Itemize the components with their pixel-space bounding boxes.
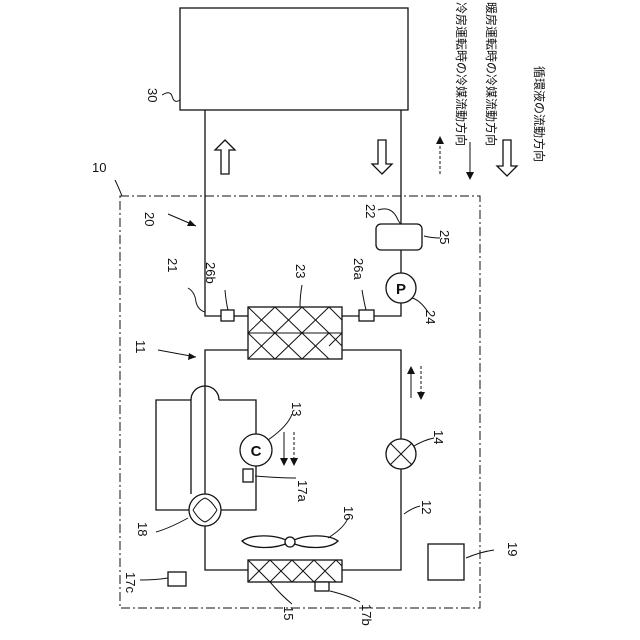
legend: 冷房運転時の冷媒流動方向 暖房運転時の冷媒流動方向 循環液の流動方向 <box>436 2 547 180</box>
label-20: 20 <box>142 212 157 226</box>
sensor-17a <box>243 469 253 482</box>
label-19: 19 <box>505 542 520 556</box>
temperature-sensor-26b <box>221 310 234 321</box>
legend-heating-text: 暖房運転時の冷媒流動方向 <box>484 2 499 146</box>
controller-19 <box>428 544 464 580</box>
circulating-flow-down-arrow <box>372 140 392 174</box>
label-15: 15 <box>281 606 296 620</box>
expansion-valve-14 <box>386 439 416 469</box>
label-18: 18 <box>135 522 150 536</box>
compressor-13: C <box>240 434 272 466</box>
label-22: 22 <box>363 204 378 218</box>
label-26b: 26b <box>203 262 218 284</box>
label-24: 24 <box>423 310 438 324</box>
label-25: 25 <box>437 230 452 244</box>
temperature-sensor-26a <box>359 310 374 321</box>
four-way-valve-18 <box>189 494 221 526</box>
label-23: 23 <box>293 264 308 278</box>
fan-16 <box>242 536 338 548</box>
label-21: 21 <box>165 258 180 272</box>
label-17a: 17a <box>295 480 310 502</box>
label-12: 12 <box>419 500 434 514</box>
compressor-flow-arrows <box>280 432 298 466</box>
label-30: 30 <box>145 88 160 102</box>
load-device-30 <box>180 8 408 110</box>
label-13: 13 <box>289 402 304 416</box>
label-16: 16 <box>341 506 356 520</box>
sensor-17b <box>315 582 329 591</box>
circulating-flow-up-arrow <box>215 140 235 174</box>
pump-symbol: P <box>396 281 406 298</box>
heat-exchanger-15 <box>248 560 342 582</box>
pump-24: P <box>386 273 416 303</box>
label-26a: 26a <box>351 258 366 280</box>
legend-circulating-text: 循環液の流動方向 <box>532 66 547 162</box>
label-11: 11 <box>133 340 148 354</box>
right-side-flow-arrows <box>407 366 425 400</box>
sensor-17c <box>168 572 186 586</box>
compressor-symbol: C <box>251 443 262 460</box>
label-14: 14 <box>431 430 446 444</box>
legend-cooling-text: 冷房運転時の冷媒流動方向 <box>454 2 469 146</box>
plate-heat-exchanger-23 <box>248 307 342 359</box>
tank-25 <box>376 224 422 250</box>
label-10: 10 <box>92 160 106 175</box>
label-17c: 17c <box>123 572 138 593</box>
label-17b: 17b <box>359 604 374 626</box>
